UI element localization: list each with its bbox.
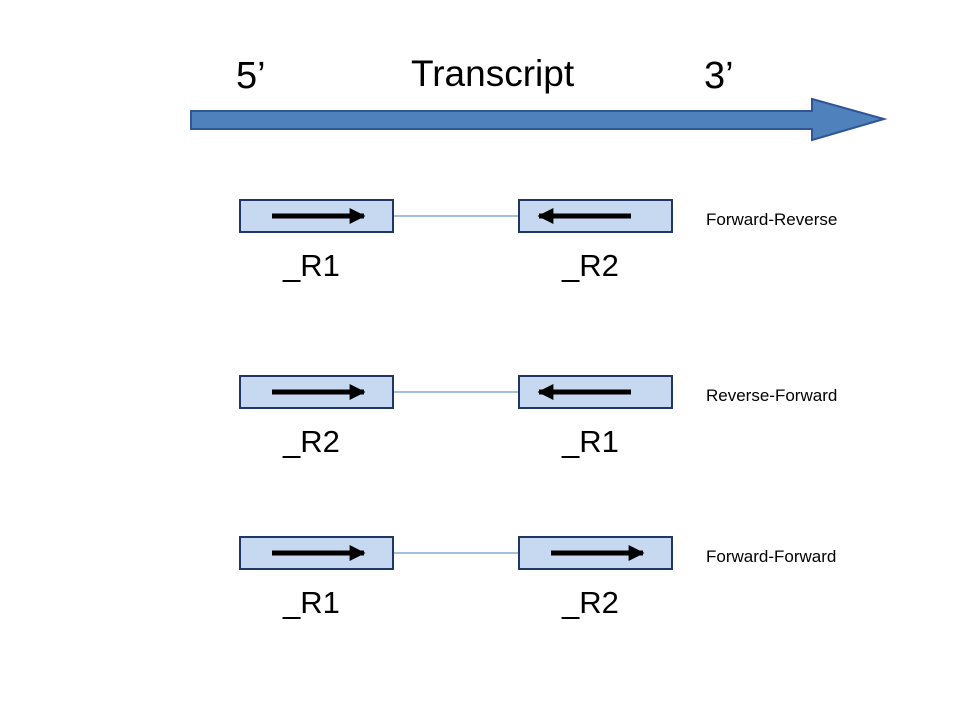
orientation-label: Forward-Forward bbox=[706, 547, 836, 566]
read-label-right: _R1 bbox=[561, 424, 619, 459]
read-label-left: _R1 bbox=[282, 585, 340, 620]
transcript-arrow bbox=[190, 97, 888, 142]
transcript-title: Transcript bbox=[411, 53, 575, 94]
read-pairs: _R1_R2Forward-Reverse_R2_R1Reverse-Forwa… bbox=[239, 199, 837, 620]
read-pair-row: _R2 _R1 Reverse-Forward bbox=[239, 375, 837, 459]
five-prime-label: 5’ bbox=[236, 55, 266, 97]
read-label-right: _R2 bbox=[561, 248, 619, 283]
three-prime-label: 3’ bbox=[704, 55, 734, 97]
orientation-label: Forward-Reverse bbox=[706, 210, 837, 229]
read-box-left bbox=[239, 375, 394, 409]
read-pair-row: _R1 _R2 Forward-Reverse bbox=[239, 199, 837, 283]
read-pair-row: _R1 _R2 Forward-Forward bbox=[239, 536, 836, 620]
orientation-label: Reverse-Forward bbox=[706, 386, 837, 405]
read-label-left: _R1 bbox=[282, 248, 340, 283]
read-label-left: _R2 bbox=[282, 424, 340, 459]
read-label-right: _R2 bbox=[561, 585, 619, 620]
